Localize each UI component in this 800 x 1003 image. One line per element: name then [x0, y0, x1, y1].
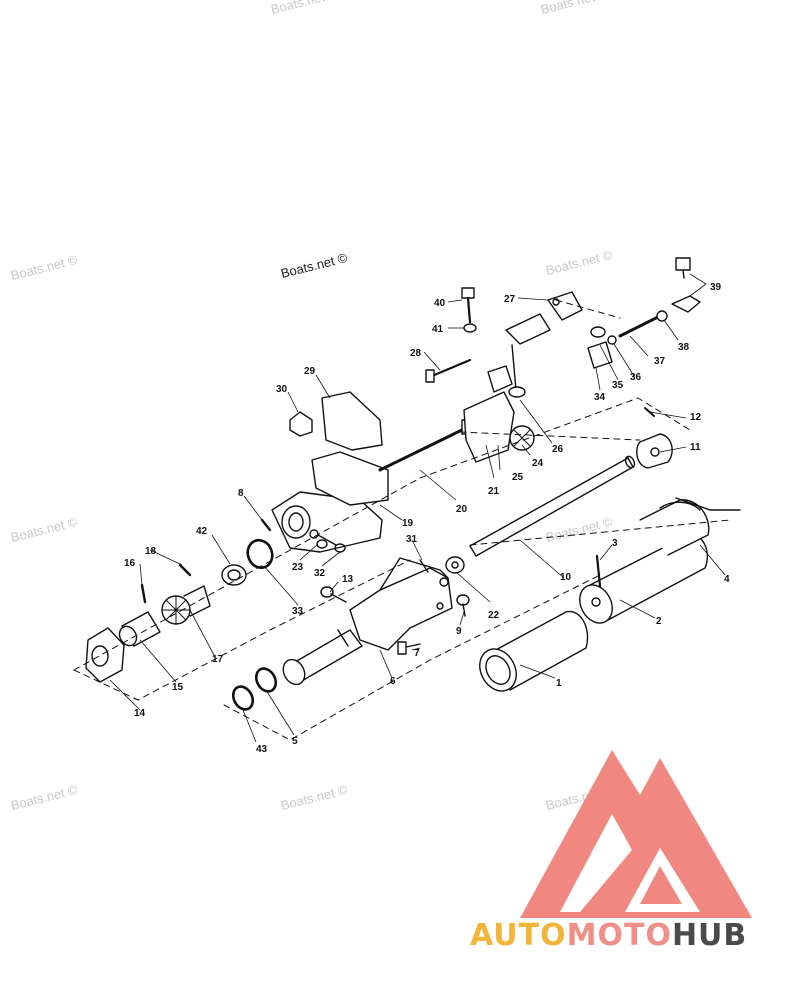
part-9-screw — [456, 594, 470, 617]
part-8-screw — [260, 518, 272, 532]
callout-20: 20 — [456, 504, 468, 515]
part-33-ring — [246, 538, 274, 570]
part-18-pin — [178, 563, 192, 577]
part-23-washer — [316, 539, 328, 549]
callout-24: 24 — [532, 458, 544, 469]
logo-part-2: MOTO — [566, 918, 672, 953]
part-41-washer — [463, 323, 477, 333]
part-11-collar — [636, 433, 673, 469]
callout-10: 10 — [560, 572, 572, 583]
callout-37: 37 — [654, 356, 666, 367]
callout-3: 3 — [612, 538, 618, 549]
part-34-block — [587, 341, 613, 369]
callout-41: 41 — [432, 324, 444, 335]
part-14-plate — [85, 627, 125, 683]
part-4-sleeve — [639, 497, 741, 556]
logo-wordmark: AUTOMOTOHUB — [470, 918, 747, 953]
logo-part-1: AUTO — [470, 918, 567, 953]
logo-mark — [520, 750, 752, 918]
callout-27: 27 — [504, 294, 516, 305]
leader-lines — [109, 273, 726, 743]
part-35-screw — [590, 326, 606, 338]
part-15-coupler — [118, 611, 161, 647]
part-22-nut — [445, 556, 465, 574]
callout-26: 26 — [552, 444, 564, 455]
callout-21: 21 — [488, 486, 500, 497]
callout-33: 33 — [292, 606, 304, 617]
callout-35: 35 — [612, 380, 624, 391]
callout-8: 8 — [238, 488, 244, 499]
part-27-linkage — [547, 291, 583, 321]
part-42-spring — [221, 564, 247, 586]
part-1-tube — [479, 610, 589, 692]
callout-5: 5 — [292, 736, 298, 747]
part-2-tube — [579, 533, 709, 624]
logo-part-3: HUB — [671, 918, 748, 953]
callout-19: 19 — [402, 518, 414, 529]
part-24-gear — [509, 425, 535, 451]
callout-43: 43 — [256, 744, 268, 755]
callout-6: 6 — [390, 676, 396, 687]
part-16-pin — [140, 583, 147, 604]
callout-1: 1 — [556, 678, 562, 689]
part-30-clip — [289, 411, 313, 437]
callout-39: 39 — [710, 282, 722, 293]
part-43-washer — [231, 685, 255, 711]
part-10-shaft — [469, 455, 636, 557]
part-28-bolt — [425, 358, 472, 383]
callout-2: 2 — [656, 616, 662, 627]
callout-labels: 1 2 3 4 5 6 7 8 9 10 11 12 13 14 15 16 1… — [124, 282, 730, 755]
callout-9: 9 — [456, 626, 462, 637]
callout-17: 17 — [212, 654, 224, 665]
callout-32: 32 — [314, 568, 326, 579]
callout-14: 14 — [134, 708, 146, 719]
callout-12: 12 — [690, 412, 702, 423]
part-29-bracket — [311, 391, 389, 506]
callout-38: 38 — [678, 342, 690, 353]
part-36-nut — [607, 335, 617, 345]
callout-25: 25 — [512, 472, 524, 483]
callout-30: 30 — [276, 384, 288, 395]
callout-23: 23 — [292, 562, 304, 573]
callout-29: 29 — [304, 366, 316, 377]
callout-40: 40 — [434, 298, 446, 309]
part-26-shaft — [505, 313, 551, 398]
callout-13: 13 — [342, 574, 354, 585]
part-38-nut — [656, 310, 668, 322]
callout-15: 15 — [172, 682, 184, 693]
part-39-link — [671, 257, 701, 313]
part-37-rod — [618, 316, 658, 338]
callout-28: 28 — [410, 348, 422, 359]
callout-22: 22 — [488, 610, 500, 621]
callout-42: 42 — [196, 526, 208, 537]
callout-36: 36 — [630, 372, 642, 383]
callout-11: 11 — [690, 442, 701, 453]
callout-4: 4 — [724, 574, 730, 585]
part-17-gear — [161, 585, 211, 625]
callout-16: 16 — [124, 558, 136, 569]
part-13-screw — [320, 586, 347, 603]
part-6-housing — [282, 557, 453, 686]
part-20-rod — [378, 419, 473, 472]
part-25-block — [487, 365, 513, 393]
callout-18: 18 — [145, 546, 157, 557]
part-40-bolt — [461, 287, 475, 324]
part-7-screw — [397, 641, 421, 655]
callout-7: 7 — [414, 648, 420, 659]
callout-34: 34 — [594, 392, 606, 403]
part-3-pin — [595, 554, 602, 588]
part-5-washer — [254, 667, 278, 693]
part-21-housing — [463, 391, 515, 463]
part-12-pin — [644, 407, 655, 417]
callout-31: 31 — [406, 534, 418, 545]
assembly-lines — [73, 299, 731, 741]
part-31-screw — [419, 559, 429, 573]
part-19-bracket — [271, 491, 383, 553]
